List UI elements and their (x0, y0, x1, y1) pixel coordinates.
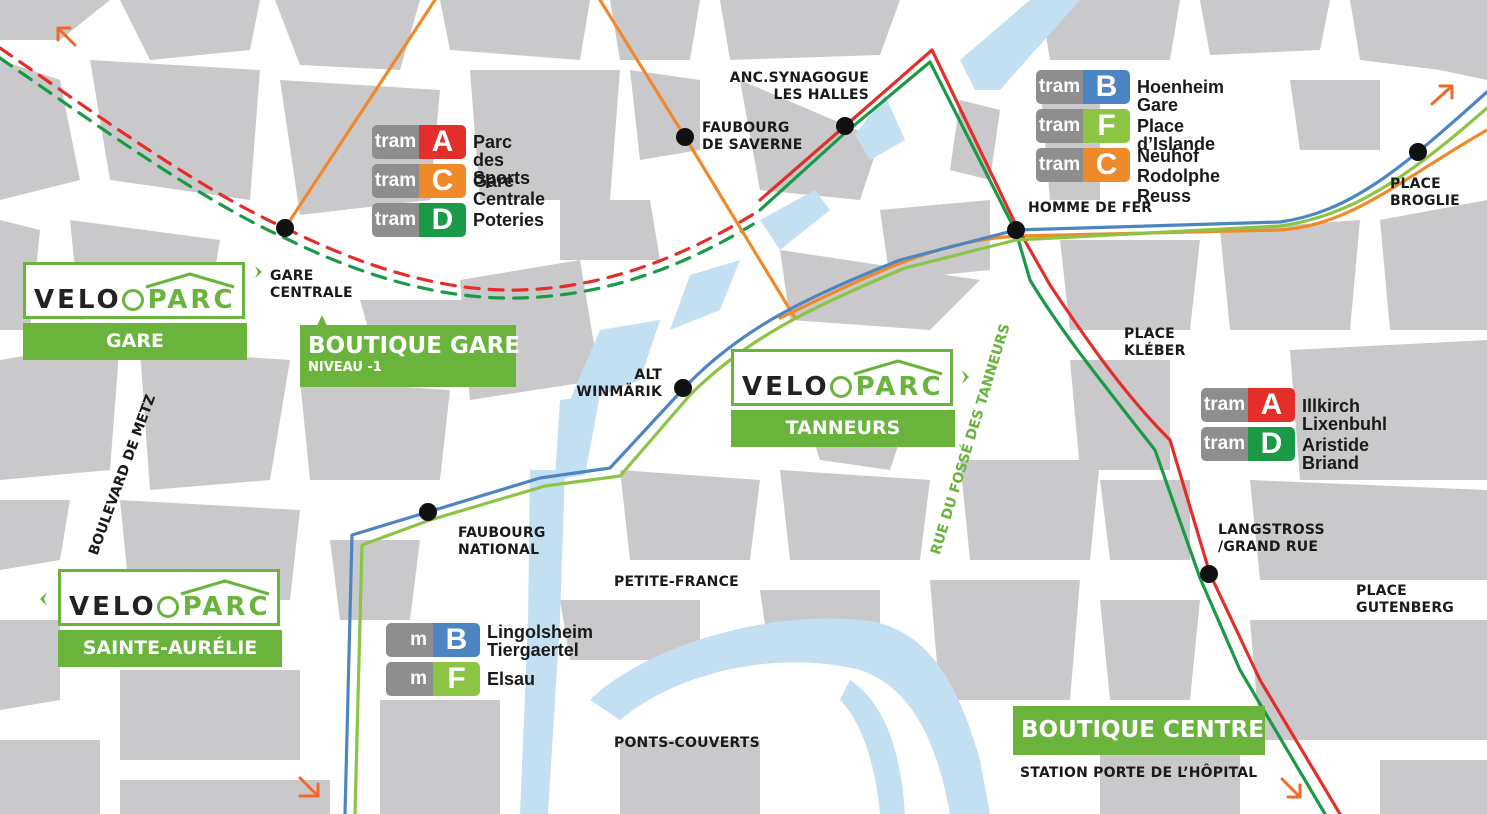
roof-icon (145, 272, 235, 289)
roof-icon (180, 579, 270, 596)
tram-prefix: tram (1201, 388, 1248, 422)
tram-line-badge: F (1083, 109, 1130, 143)
veloparc-gare[interactable]: VELO PARC GARE (23, 262, 247, 360)
roof-icon (853, 359, 943, 376)
place-label-petite-france: PETITE-FRANCE (614, 574, 739, 590)
tram-prefix: tram (1201, 427, 1248, 461)
tram-line-badge: A (419, 125, 466, 159)
tram-line-badge: C (419, 164, 466, 198)
brand-parc: PARC (855, 372, 944, 402)
veloparc-brand: VELO PARC (742, 372, 944, 402)
veloparc-logo: VELO PARC (58, 569, 280, 626)
brand-parc: PARC (182, 592, 271, 622)
station-label-anc-synagogue: ANC.SYNAGOGUE LES HALLES (729, 70, 869, 103)
tram-prefix: tram (1036, 148, 1083, 182)
tram-destination: Poteries (473, 210, 545, 230)
place-label-place-gutenberg: PLACE GUTENBERG (1356, 583, 1454, 616)
tram-destination: Neuhof Rodolphe Reuss (1137, 146, 1220, 206)
veloparc-tanneurs[interactable]: VELO PARC TANNEURS (731, 349, 955, 447)
tram-destination: Illkirch Lixenbuhl (1302, 396, 1387, 434)
direction-arrows (56, 26, 1454, 799)
tram-destination: Aristide Briand (1302, 435, 1370, 473)
tram-prefix: m (386, 623, 433, 657)
place-label-ponts-couverts: PONTS-COUVERTS (614, 735, 760, 751)
veloparc-logo: VELO PARC (731, 349, 953, 406)
tram-line-badge: D (1248, 427, 1295, 461)
tram-prefix: tram (1036, 70, 1083, 104)
boutique-gare-title: BOUTIQUE GARE (308, 333, 521, 359)
tram-line-badge: A (1248, 388, 1295, 422)
tram-prefix: tram (372, 203, 419, 237)
tram-line-badge: B (1083, 70, 1130, 104)
station-label-gare-centrale: GARE CENTRALE (270, 268, 353, 301)
tram-destination: Place d’Islande (1137, 116, 1216, 154)
tram-line-badge: F (433, 662, 480, 696)
veloparc-logo: VELO PARC (23, 262, 245, 319)
station-dots (276, 117, 1427, 583)
tram-prefix: tram (372, 164, 419, 198)
wheel-icon (121, 289, 144, 311)
brand-parc: PARC (147, 285, 236, 315)
veloparc-name: GARE (23, 323, 247, 360)
tram-destination: Hoenheim Gare (1137, 77, 1225, 115)
boutique-centre-station: STATION PORTE DE L’HÔPITAL (1020, 765, 1258, 781)
boutique-centre[interactable]: BOUTIQUE CENTRE (1013, 706, 1265, 755)
tram-prefix: m (386, 662, 433, 696)
station-label-faubourg-saverne: FAUBOURG DE SAVERNE (702, 120, 803, 153)
brand-velo: VELO (69, 592, 157, 622)
station-label-langstross: LANGSTROSS /GRAND RUE (1218, 522, 1325, 555)
tram-destination: Parc des Sports (473, 132, 531, 188)
wheel-icon (156, 596, 179, 618)
veloparc-name: SAINTE-AURÉLIE (58, 630, 282, 667)
boutique-centre-title: BOUTIQUE CENTRE (1021, 717, 1264, 743)
station-label-place-broglie: PLACE BROGLIE (1390, 176, 1460, 209)
veloparc-sainte-aurelie[interactable]: VELO PARC SAINTE-AURÉLIE (58, 569, 282, 667)
tram-destination: Gare Centrale (473, 171, 546, 209)
tram-prefix: tram (1036, 109, 1083, 143)
boutique-gare-level: NIVEAU -1 (308, 360, 382, 375)
tram-line-badge: C (1083, 148, 1130, 182)
station-label-place-kleber: PLACE KLÉBER (1124, 326, 1186, 359)
tram-destination: Lingolsheim Tiergaertel (487, 622, 594, 660)
veloparc-name: TANNEURS (731, 410, 955, 447)
station-label-alt-winmarik: ALT WINMÄRIK (576, 367, 662, 400)
tram-destination: Elsau (487, 669, 536, 689)
veloparc-brand: VELO PARC (34, 285, 236, 315)
veloparc-brand: VELO PARC (69, 592, 271, 622)
river (520, 0, 1080, 814)
boutique-gare[interactable]: BOUTIQUE GARE NIVEAU -1 (300, 325, 520, 387)
station-label-homme-de-fer: HOMME DE FER (1028, 200, 1153, 216)
brand-velo: VELO (34, 285, 122, 315)
station-label-faubourg-national: FAUBOURG NATIONAL (458, 525, 546, 558)
wheel-icon (829, 376, 852, 398)
tram-line-badge: B (433, 623, 480, 657)
brand-velo: VELO (742, 372, 830, 402)
tram-line-badge: D (419, 203, 466, 237)
tram-prefix: tram (372, 125, 419, 159)
